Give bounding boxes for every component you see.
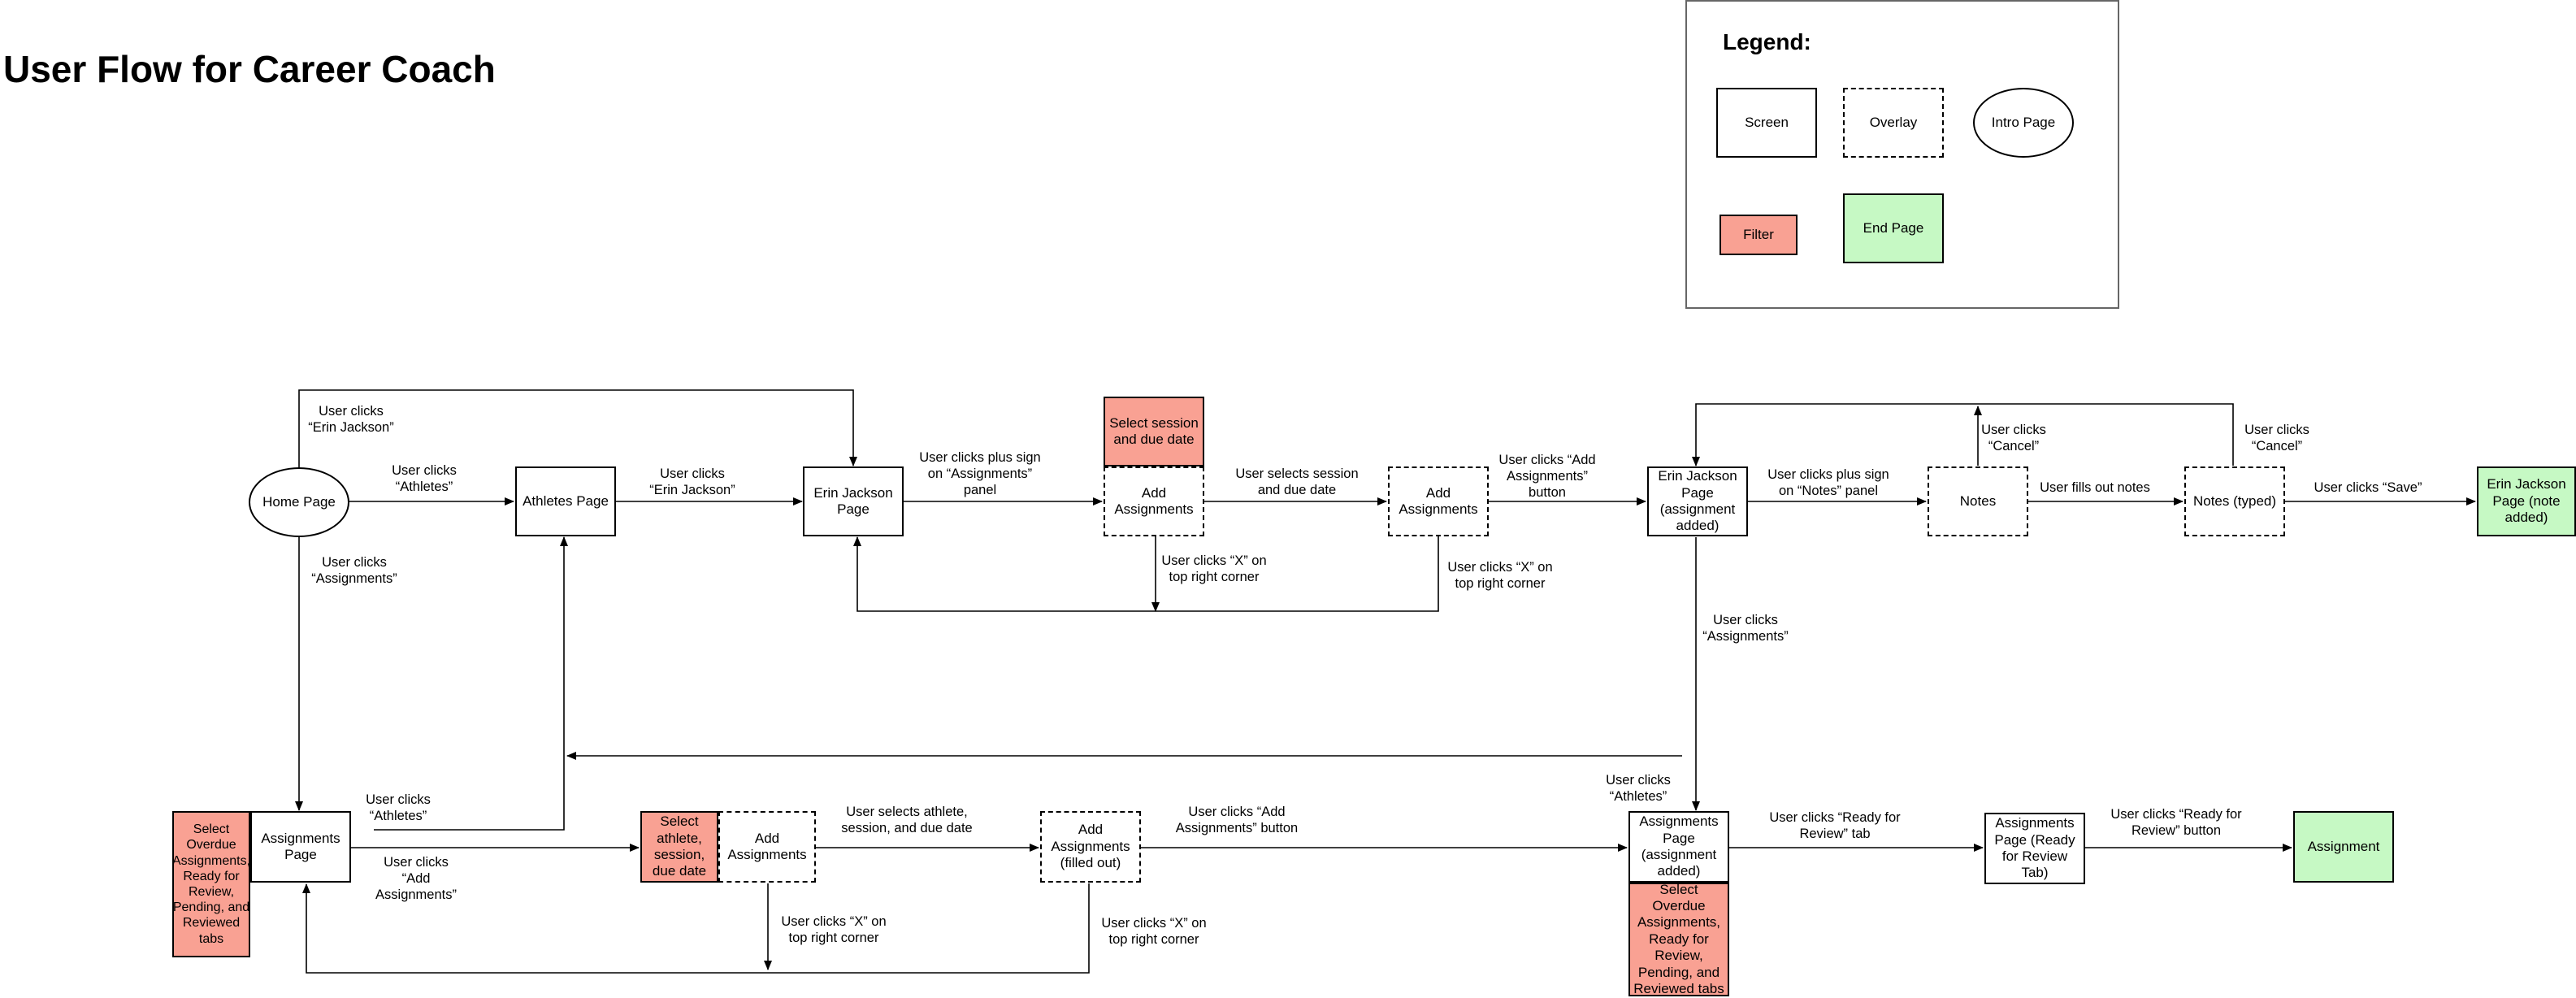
node-select-session: Select session and due date <box>1104 397 1204 466</box>
edge-filled-close-back <box>302 883 1090 974</box>
node-add-assignments-3: Add Assignments <box>718 811 816 883</box>
edge-close-back-to-erin <box>853 536 1439 612</box>
node-erin-jackson-page: Erin Jackson Page <box>803 466 904 536</box>
label-athletes-right: User clicks“Athletes” <box>1606 773 1671 804</box>
label-home-assignments: User clicks“Assignments” <box>311 555 397 586</box>
node-home-page: Home Page <box>249 467 349 537</box>
node-erin-assignment-added: Erin Jackson Page (assignment added) <box>1647 466 1748 536</box>
label-select-athlete: User selects athlete,session, and due da… <box>841 805 973 835</box>
label-athletes-erin: User clicks“Erin Jackson” <box>649 466 735 497</box>
node-assignment-end: Assignment <box>2293 811 2394 883</box>
node-select-athlete: Select athlete, session, due date <box>640 811 718 883</box>
node-assignments-added: Assignments Page (assignment added) <box>1628 811 1729 883</box>
node-add-assignments-1: Add Assignments <box>1104 466 1204 536</box>
node-select-overdue-right: Select Overdue Assignments, Ready for Re… <box>1628 882 1729 996</box>
node-athletes-page: Athletes Page <box>515 466 616 536</box>
node-assignments-page: Assignments Page <box>250 811 351 883</box>
label-fills-notes: User fills out notes <box>2040 480 2150 495</box>
node-assignments-review-tab: Assignments Page (Ready for Review Tab) <box>1984 813 2085 884</box>
node-add-assignments-filled: Add Assignments (filled out) <box>1040 811 1141 883</box>
legend-screen: Screen <box>1716 88 1817 158</box>
label-erin-assignments: User clicks“Assignments” <box>1702 613 1789 644</box>
label-home-athletes: User clicks“Athletes” <box>392 463 457 494</box>
page-title: User Flow for Career Coach <box>3 48 496 90</box>
node-erin-note-added: Erin Jackson Page (note added) <box>2477 466 2576 536</box>
label-save: User clicks “Save” <box>2314 480 2422 495</box>
edge-typed-cancel <box>1692 403 2234 466</box>
label-cancel-1: User clicks“Cancel” <box>1981 423 2046 453</box>
legend-end: End Page <box>1843 193 1944 263</box>
legend-intro: Intro Page <box>1973 88 2074 158</box>
legend-overlay: Overlay <box>1843 88 1944 158</box>
legend <box>1685 0 2119 309</box>
label-cancel-2: User clicks“Cancel” <box>2244 423 2309 453</box>
legend-filter: Filter <box>1720 215 1798 255</box>
node-add-assignments-2: Add Assignments <box>1388 466 1489 536</box>
edge-assignments-to-athletes <box>374 536 568 831</box>
node-select-overdue-left: Select Overdue Assignments, Ready for Re… <box>172 811 250 957</box>
label-assign-athletes-left: User clicks“Athletes” <box>366 792 431 823</box>
node-notes: Notes <box>1928 466 2028 536</box>
legend-title: Legend: <box>1723 29 1811 54</box>
edge-home-to-erin <box>298 389 857 473</box>
label-home-erin: User clicks“Erin Jackson” <box>308 404 394 435</box>
node-notes-typed: Notes (typed) <box>2184 466 2285 536</box>
